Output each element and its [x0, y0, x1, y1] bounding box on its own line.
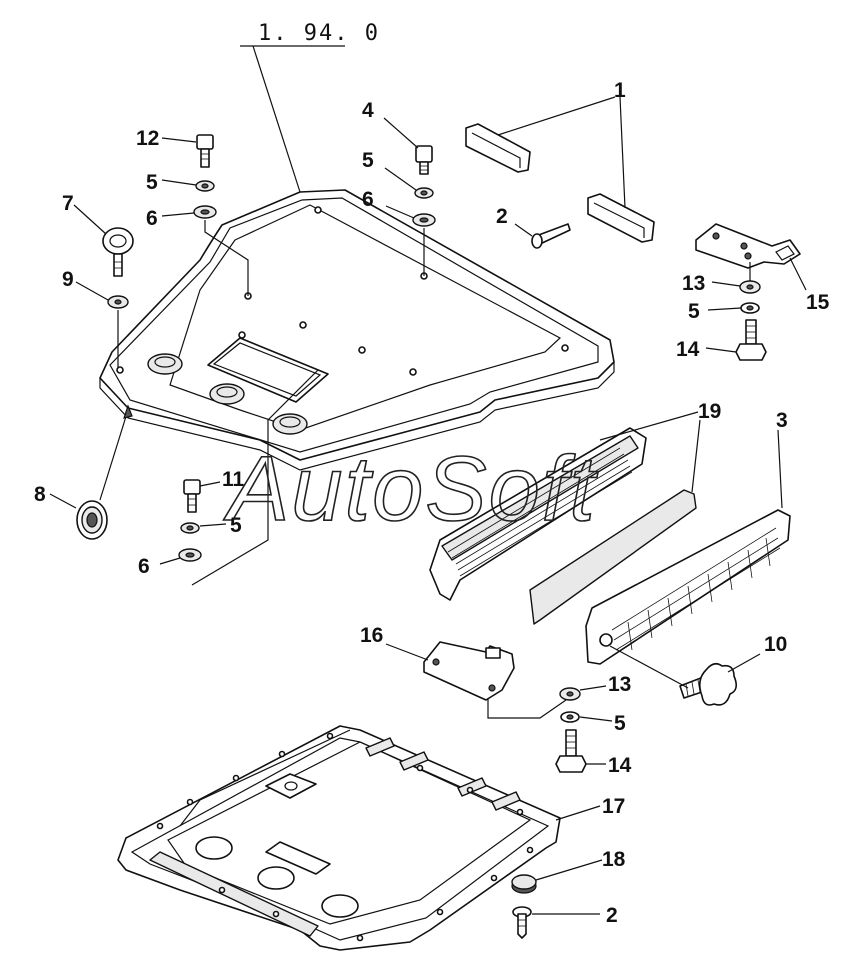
callout-labels: 1 2 2 3 4 5 5 5 5 5 6 6 6 7 8 9 10 11 12…: [34, 79, 830, 927]
reference-label: 1. 94. 0: [258, 21, 380, 46]
callout-9: 9: [62, 268, 74, 291]
part-4-bolt: [383, 117, 433, 175]
main-cover-housing: [99, 189, 615, 471]
callout-5: 5: [230, 514, 242, 537]
housing-round-vents: [147, 353, 308, 435]
part-13-washer-right: [711, 280, 761, 294]
callout-14: 14: [608, 754, 632, 777]
callout-6: 6: [362, 188, 374, 211]
part-7-eye-bolt: [73, 204, 134, 277]
callout-1: 1: [614, 79, 626, 102]
part-14-bolt-lower: [555, 729, 606, 773]
part-9-washer: [75, 281, 129, 368]
part-19-filter-element: [429, 411, 699, 601]
part-11-bolt: [183, 479, 221, 513]
part-12-bolt: [161, 134, 214, 168]
part-6-washer-lower-left: [159, 369, 319, 586]
callout-8: 8: [34, 483, 46, 506]
part-5-washer-right: [707, 302, 760, 314]
callout-5: 5: [362, 149, 374, 172]
part-8-grommet: [49, 404, 133, 540]
part-15-bracket: [695, 223, 807, 291]
cover-inspection-plate: [207, 337, 329, 403]
callout-12: 12: [136, 127, 159, 150]
callout-18: 18: [602, 848, 626, 871]
housing-mounting-holes: [116, 206, 569, 376]
grille-slots: [611, 527, 781, 651]
part-5-washer-lower-left: [180, 522, 227, 534]
callout-5: 5: [146, 171, 158, 194]
callout-10: 10: [764, 633, 787, 656]
part-10-knob: [609, 645, 761, 706]
callout-6: 6: [146, 207, 158, 230]
callout-5: 5: [614, 712, 626, 735]
part-2-screw-upper: [514, 223, 571, 249]
part-17-base-tray: [117, 725, 601, 951]
watermark-text: AutoSoft: [223, 438, 598, 540]
part-6-washer-upper-centre: [385, 205, 436, 276]
callout-15: 15: [806, 291, 830, 314]
part-13-washer-lower: [559, 685, 607, 701]
callout-17: 17: [602, 795, 625, 818]
tray-rectangular-slots: [365, 737, 521, 811]
callout-4: 4: [362, 99, 374, 122]
callout-5: 5: [688, 300, 700, 323]
filter-pleats: [447, 447, 633, 577]
part-5-washer-upper-centre: [384, 167, 434, 199]
tray-perimeter-holes: [156, 732, 534, 942]
part-14-bolt-right: [705, 319, 767, 361]
part-5-washer-upper-left: [161, 179, 215, 192]
callout-7: 7: [62, 192, 74, 215]
part-19-seal-strip: [529, 419, 701, 625]
callout-2: 2: [496, 205, 508, 228]
callout-13: 13: [608, 673, 631, 696]
callout-13: 13: [682, 272, 705, 295]
part-3-grille: [585, 429, 791, 665]
callout-16: 16: [360, 624, 383, 647]
callout-14: 14: [676, 338, 700, 361]
part-5-washer-lower: [560, 711, 613, 723]
callout-3: 3: [776, 409, 788, 432]
reference-label-group: 1. 94. 0: [240, 21, 380, 193]
part-1-clips: [465, 96, 655, 243]
part-18-plug: [511, 859, 603, 894]
part-6-washer-upper-left: [161, 205, 249, 296]
part-16-bracket: [385, 641, 567, 719]
reference-leader: [252, 45, 301, 193]
callout-2: 2: [606, 904, 618, 927]
callout-6: 6: [138, 555, 150, 578]
callout-11: 11: [222, 468, 245, 491]
callout-19: 19: [698, 400, 721, 423]
part-2-screw-lower: [512, 906, 600, 939]
